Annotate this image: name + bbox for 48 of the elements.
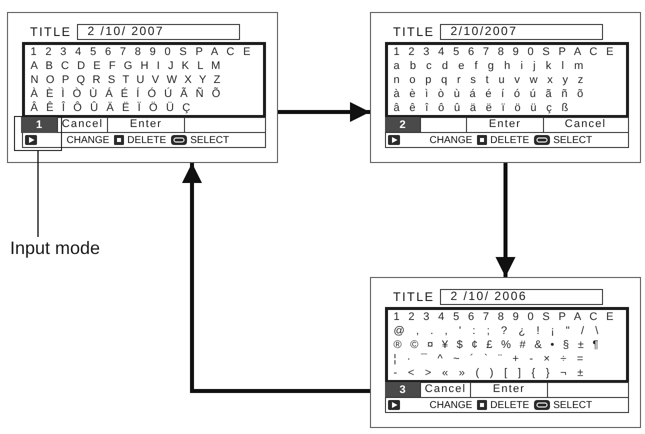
character-row: Â Ê Î Ô Û Ä Ë Ï Ö Ü Ç	[30, 100, 190, 114]
character-grid	[384, 306, 628, 382]
key-label: SELECT	[190, 134, 230, 146]
screen-frame	[370, 12, 641, 163]
key-label: SELECT	[553, 400, 592, 410]
title-field: 2/10/2007	[440, 24, 602, 40]
mode-indicator: 2	[384, 117, 420, 133]
arrow	[182, 163, 370, 393]
character-row: à è ì ò ù á é í ó ú ã ñ õ	[394, 86, 584, 100]
key-label: CHANGE	[430, 134, 472, 146]
key-guide-bar	[384, 397, 628, 413]
character-grid	[22, 42, 266, 118]
character-row: ® © ¤ ¥ $ ¢ £ % # & • § ± ¶	[394, 338, 598, 352]
character-row: 1 2 3 4 5 6 7 8 9 0 S P A C E	[394, 44, 614, 58]
character-row: 1 2 3 4 5 6 7 8 9 0 S P A C E	[394, 310, 614, 324]
screen-frame	[370, 277, 641, 428]
field-label: TITLE	[392, 24, 434, 40]
title-field: 2 /10/ 2007	[76, 24, 240, 40]
callout-label: Input mode	[10, 237, 100, 259]
character-row: 1 2 3 4 5 6 7 8 9 0 S P A C E	[30, 44, 250, 58]
character-row: À È Ì Ò Ù Á É Í Ó Ú Ã Ñ Õ	[30, 86, 220, 100]
key-guide-bar	[384, 132, 628, 148]
key-label: DELETE	[490, 134, 530, 146]
key-label: CHANGE	[430, 400, 472, 410]
character-row: â ê î ô û ä ë ï ö ü ç ß	[394, 100, 568, 114]
character-row: @ , . , ' : ; ? ¿ ! ¡ " / \	[394, 324, 598, 338]
character-row: - < > « » ( ) [ ] { } ¬ ±	[394, 366, 584, 380]
key-label: DELETE	[127, 134, 166, 146]
character-row: A B C D E F G H I J K L M	[30, 58, 220, 72]
key-label: DELETE	[490, 400, 530, 410]
leader-line	[37, 150, 39, 237]
highlight-frame	[14, 116, 62, 150]
title-field: 2 /10/ 2006	[440, 288, 602, 304]
character-row: n o p q r s t u v w x y z	[394, 72, 584, 86]
key-label: CHANGE	[66, 134, 110, 146]
character-row: N O P Q R S T U V W X Y Z	[30, 72, 220, 86]
key-guide-bar	[22, 132, 266, 148]
character-row: ¦ · ¯ ^ ~ ´ ` ¨ + - × ÷ =	[394, 352, 584, 366]
key-label: SELECT	[553, 134, 592, 146]
character-grid	[384, 42, 628, 118]
arrow	[496, 163, 516, 277]
mode-indicator: 3	[384, 382, 420, 398]
arrow	[278, 102, 370, 122]
character-row: a b c d e f g h i j k l m	[394, 58, 584, 72]
field-label: TITLE	[30, 24, 72, 40]
screen-frame	[7, 12, 278, 163]
mode-indicator: 1	[21, 116, 57, 132]
field-label: TITLE	[392, 288, 434, 304]
